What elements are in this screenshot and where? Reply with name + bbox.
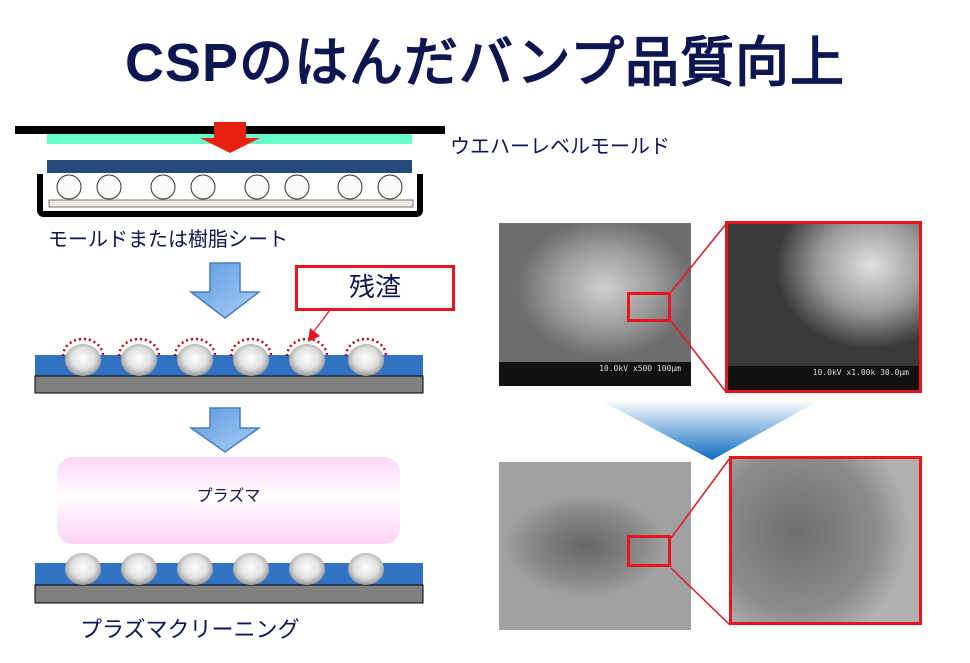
zoom-region-marker [627,292,671,322]
base-layer [34,375,424,394]
mold-cavity [37,174,423,217]
solder-ball [233,344,269,376]
solder-ball [348,344,384,376]
sem-image-before-zoom: 10.0kV x1.00k 30.0μm [725,221,922,393]
solder-ball [289,553,325,585]
solder-ball [121,553,157,585]
clean-solder-balls [65,553,384,585]
residue-dots [285,337,329,357]
solder-ball [65,553,101,585]
zoom-connector-lines [670,223,727,393]
solder-ball [65,344,101,376]
base-layer [34,584,424,604]
sem-caption: 10.0kV x500 100μm [499,362,691,386]
residue-dots [344,337,388,357]
plasma-region [57,457,400,544]
press-arrow-icon [200,122,260,153]
residue-dots [173,337,217,357]
mold-diagram [15,122,445,217]
solder-ball [177,344,213,376]
sem-caption: 10.0kV x1.00k 30.0μm [728,366,919,390]
residue-dots [61,337,105,357]
sem-image-after-overview [499,462,691,630]
down-arrow-icon [188,407,262,453]
residue-diagram [34,262,424,394]
residue-label: 残渣 [348,273,401,303]
solder-balls-with-residue [61,337,388,376]
solder-ball [121,344,157,376]
down-arrow-icon [188,262,262,319]
residue-pointer-arrow-icon [308,309,331,342]
sem-image-before-overview: 10.0kV x500 100μm [499,223,691,386]
wafer-layer [47,160,412,173]
plasma-cleaning-diagram [34,407,424,604]
residue-dots [229,337,273,357]
mold-or-resin-sheet-label: モールドまたは樹脂シート [48,227,288,251]
wafer-level-mold-label: ウエハーレベルモールド [450,134,670,158]
solder-ball [289,344,325,376]
zoom-region-marker [627,535,671,567]
solder-ball [177,553,213,585]
residue-callout: 残渣 [295,265,455,311]
solder-ball [348,553,384,585]
solder-ball [233,553,269,585]
page-title: CSPのはんだバンプ品質向上 [124,33,846,93]
zoom-connector-lines [670,457,731,626]
plasma-label: プラズマ [196,486,261,505]
residue-dots [117,337,161,357]
resin-sheet [48,199,414,208]
sem-image-after-zoom [729,456,922,625]
plasma-cleaning-label: プラズマクリーニング [80,618,300,643]
result-arrow-icon [600,400,820,460]
solder-balls [56,174,403,200]
